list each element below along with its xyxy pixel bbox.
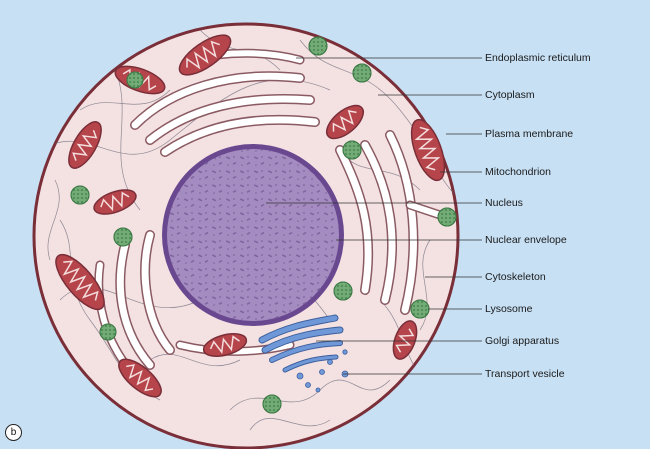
nucleus xyxy=(162,144,344,326)
lysosomes xyxy=(70,36,457,414)
label-endoplasmic-reticulum: Endoplasmic reticulum xyxy=(485,52,591,64)
golgi-apparatus xyxy=(258,314,344,373)
label-golgi-apparatus: Golgi apparatus xyxy=(485,335,560,347)
label-lysosome: Lysosome xyxy=(485,303,533,315)
label-plasma-membrane: Plasma membrane xyxy=(485,128,574,140)
label-nuclear-envelope: Nuclear envelope xyxy=(485,234,567,246)
label-cytoskeleton: Cytoskeleton xyxy=(485,271,546,283)
label-transport-vesicle: Transport vesicle xyxy=(485,368,565,380)
panel-label-badge: b xyxy=(5,424,22,441)
label-nucleus: Nucleus xyxy=(485,197,523,209)
leader-lines xyxy=(266,57,482,375)
label-cytoplasm: Cytoplasm xyxy=(485,89,535,101)
mitochondria xyxy=(55,34,446,398)
label-mitochondrion: Mitochondrion xyxy=(485,166,551,178)
